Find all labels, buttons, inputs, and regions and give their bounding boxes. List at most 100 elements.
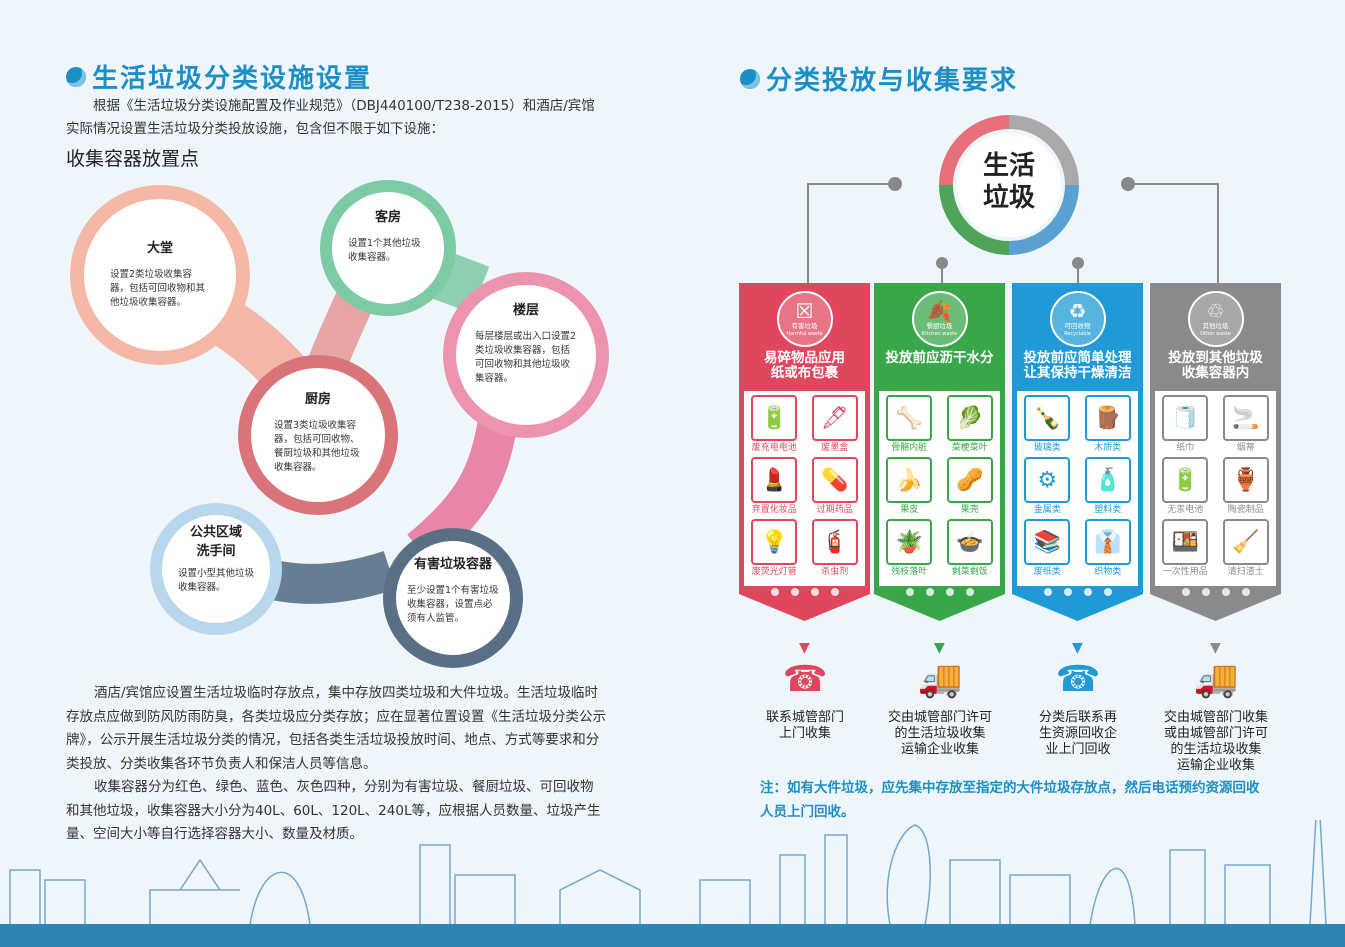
intro-line-2: 实际情况设置生活垃圾分类投放设施，包含但不限于如下设施： bbox=[66, 121, 444, 137]
waste-item-label: 织物类 bbox=[1094, 567, 1122, 577]
waste-item-label: 烟蒂 bbox=[1236, 443, 1255, 453]
note-line-1: 注：如有大件垃圾，应先集中存放至指定的大件垃圾存放点，然后电话预约资源回收 bbox=[760, 780, 1260, 796]
category-badge-en: Recyclable bbox=[1064, 331, 1091, 337]
waste-item: 🪵木质类 bbox=[1079, 395, 1137, 457]
para2-line: 量、空间大小等自行选择容器大小、数量及材质。 bbox=[66, 826, 363, 842]
waste-item: 🧴塑料类 bbox=[1079, 457, 1137, 519]
bulky-waste-note: 注：如有大件垃圾，应先集中存放至指定的大件垃圾存放点，然后电话预约资源回收 人员… bbox=[760, 776, 1260, 824]
para2-line: 和其他垃圾，收集容器大小分为40L、60L、120L、240L等，应根据人员数量… bbox=[66, 802, 601, 819]
container-subtitle: 收集容器放置点 bbox=[66, 148, 200, 170]
category-badge-label: 可回收物 bbox=[1064, 322, 1091, 330]
node-lobby-title: 大堂 bbox=[146, 241, 173, 256]
category-instruction-line: 投放前应简单处理 bbox=[1023, 350, 1132, 366]
category-tail bbox=[874, 586, 1005, 621]
waste-item-icon: 🦴 bbox=[886, 395, 933, 441]
waste-item-label: 陶瓷制品 bbox=[1227, 505, 1264, 515]
waste-item: 💄弃置化妆品 bbox=[745, 457, 803, 519]
waste-item: 🍱一次性用品 bbox=[1156, 519, 1214, 581]
waste-item: 🧹 清扫渣土 bbox=[1217, 519, 1275, 581]
collection-action-text: 联系城管部门 上门收集 bbox=[765, 710, 844, 741]
waste-item-label: 残枝落叶 bbox=[891, 567, 928, 577]
waste-item: 🪴残枝落叶 bbox=[880, 519, 938, 581]
bullet-dot-icon bbox=[66, 66, 86, 87]
left-section-title: 生活垃圾分类设施设置 bbox=[66, 58, 372, 95]
para1-line: 牌》，公示开展生活垃圾分类的情况，包括各类生活垃圾投放时间、地点、方式等要求和分 bbox=[66, 732, 600, 748]
category-symbol-icon: ♻ bbox=[1068, 299, 1087, 323]
down-arrow-icon: ▼ bbox=[799, 640, 810, 656]
category-instruction-line: 投放到其他垃圾 bbox=[1168, 350, 1263, 366]
waste-item-icon: 🍱 bbox=[1162, 519, 1209, 565]
node-public-title: 公共区域 洗手间 bbox=[189, 525, 242, 559]
waste-item: 🔋废充电电池 bbox=[745, 395, 803, 457]
node-hazard-title: 有害垃圾容器 bbox=[413, 557, 492, 572]
para1-line: 存放点应做到防风防雨防臭，各类垃圾应分类存放；应在显著位置设置《生活垃圾分类公示 bbox=[66, 708, 606, 725]
down-arrow-icon: ▼ bbox=[1072, 640, 1083, 656]
waste-item-icon: 👔 bbox=[1084, 519, 1131, 565]
category-tail bbox=[739, 586, 870, 621]
phone-icon: ☎ bbox=[1055, 659, 1101, 700]
storage-paragraph: 酒店/宾馆应设置生活垃圾临时存放点，集中存放四类垃圾和大件垃圾。生活垃圾临时 存… bbox=[66, 682, 614, 847]
waste-item-label: 废荧光灯管 bbox=[751, 567, 797, 577]
waste-item: 🦴骨骼内脏 bbox=[880, 395, 938, 457]
collection-action-text: 交由城管部门收集 或由城管部门许可 的生活垃圾收集 运输企业收集 bbox=[1163, 710, 1268, 773]
para1-line: 类投放、分类收集各环节负责人和保洁人员等信息。 bbox=[66, 755, 377, 772]
category-item-grid: 🧻纸巾🚬烟蒂🔋无汞电池🏺陶瓷制品🍱一次性用品🧹清扫渣土 bbox=[1155, 391, 1276, 586]
category-symbol-icon: 🍂 bbox=[927, 299, 952, 323]
waste-item-icon: 🧯 bbox=[811, 519, 858, 565]
waste-item-icon: 🍲 bbox=[946, 519, 993, 565]
center-ring bbox=[939, 115, 1079, 255]
waste-item-icon: 🔋 bbox=[751, 395, 798, 441]
node-lobby: 大堂 设置2类垃圾收集容器，包括可回收物和其他垃圾收集容器。 bbox=[84, 199, 236, 351]
category-instruction-line: 让其保持干燥清洁 bbox=[1023, 365, 1132, 381]
waste-item-label: 菜梗菜叶 bbox=[951, 443, 988, 453]
waste-item: 🔋 无汞电池 bbox=[1156, 457, 1214, 519]
waste-item-label: 无汞电池 bbox=[1167, 505, 1204, 515]
waste-item-icon: 🧹 bbox=[1222, 519, 1269, 565]
para1-line: 酒店/宾馆应设置生活垃圾临时存放点，集中存放四类垃圾和大件垃圾。生活垃圾临时 bbox=[94, 685, 599, 701]
waste-item: 🏺陶瓷制品 bbox=[1217, 457, 1275, 519]
bullet-dot-icon bbox=[740, 68, 760, 89]
waste-item: 🚬烟蒂 bbox=[1217, 395, 1275, 457]
category-tail bbox=[1012, 586, 1143, 621]
waste-item-icon: 🖋 bbox=[811, 395, 858, 441]
node-kitchen: 厨房 设置3类垃圾收集容器，包括可回收物、餐厨垃圾和其他垃圾收集容器。 bbox=[251, 368, 385, 502]
waste-item: 🥬菜梗菜叶 bbox=[941, 395, 999, 457]
category-instruction-line: 投放前应沥干水分 bbox=[885, 350, 994, 366]
node-kitchen-desc: 设置3类垃圾收集容器，包括可回收物、餐厨垃圾和其他垃圾收集容器。 bbox=[274, 420, 360, 473]
waste-item-label: 废纸类 bbox=[1033, 567, 1061, 577]
waste-item: ⚙金属类 bbox=[1018, 457, 1076, 519]
right-section-title: 分类投放与收集要求 bbox=[740, 60, 1018, 97]
category-item-grid: 🍾玻璃类🪵木质类⚙金属类🧴塑料类📚废纸类👔织物类 bbox=[1017, 391, 1138, 586]
collection-action-text: 分类后联系再 生资源回收企 业上门回收 bbox=[1038, 710, 1117, 757]
node-public: 公共区域 洗手间 设置小型其他垃圾收集容器。 bbox=[162, 515, 270, 623]
category-badge-label: 餐厨垃圾 bbox=[926, 322, 953, 330]
center-connectors bbox=[807, 177, 1219, 284]
category-badge-label: 其他垃圾 bbox=[1202, 322, 1229, 330]
waste-item-label: 果皮 bbox=[900, 505, 919, 515]
category-tail bbox=[1150, 586, 1281, 621]
waste-item-label: 杀虫剂 bbox=[821, 567, 849, 577]
waste-item-label: 塑料类 bbox=[1094, 505, 1122, 515]
waste-item: 🍲剩菜剩饭 bbox=[941, 519, 999, 581]
waste-item-label: 木质类 bbox=[1094, 443, 1122, 453]
waste-item-icon: ⚙ bbox=[1024, 457, 1071, 503]
waste-item-icon: 🍾 bbox=[1024, 395, 1071, 441]
waste-item-label: 清扫渣土 bbox=[1227, 567, 1264, 577]
category-badge-en: Kitchen waste bbox=[921, 331, 958, 337]
node-floor-title: 楼层 bbox=[512, 303, 539, 318]
waste-item-icon: 📚 bbox=[1024, 519, 1071, 565]
waste-item: 🖋废墨盒 bbox=[806, 395, 864, 457]
right-title-text: 分类投放与收集要求 bbox=[766, 66, 1019, 96]
waste-item-icon: 🔋 bbox=[1162, 457, 1209, 503]
waste-item: 💡废荧光灯管 bbox=[745, 519, 803, 581]
